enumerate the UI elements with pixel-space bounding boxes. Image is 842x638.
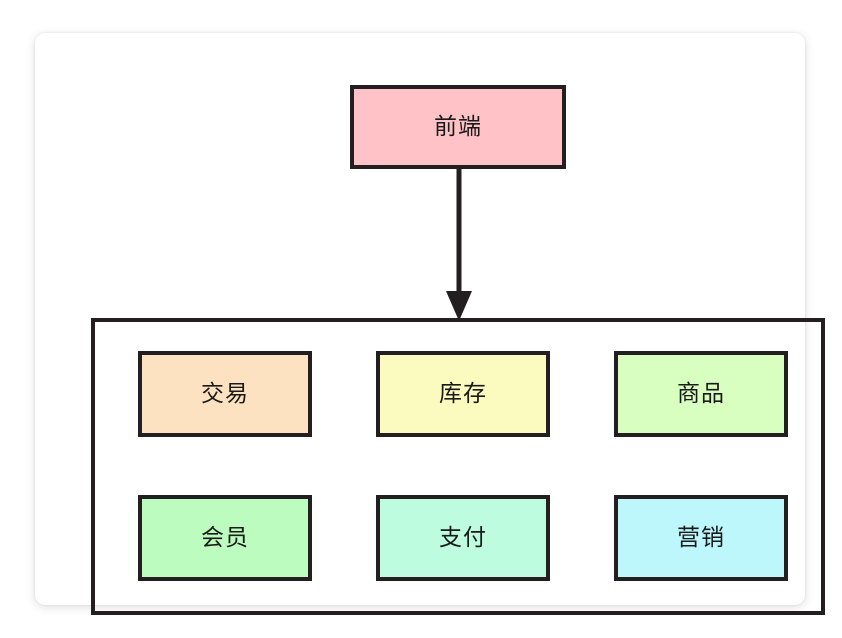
services-grid: 交易 库存 商品 会员 支付 营销 [138,351,788,581]
node-frontend-label: 前端 [434,113,482,140]
node-trade-label: 交易 [201,380,249,407]
node-inventory[interactable]: 库存 [376,351,550,437]
services-container: 交易 库存 商品 会员 支付 营销 [91,318,825,615]
arrow-frontend-to-services [446,165,472,321]
node-marketing-label: 营销 [677,524,725,551]
node-marketing[interactable]: 营销 [614,495,788,581]
node-product-label: 商品 [677,380,725,407]
diagram-canvas-card: 前端 交易 库存 商品 会员 [35,33,825,615]
arrow-head [446,291,472,321]
node-payment-label: 支付 [439,524,487,551]
node-inventory-label: 库存 [439,380,487,407]
node-frontend[interactable]: 前端 [350,85,566,169]
node-trade[interactable]: 交易 [138,351,312,437]
node-payment[interactable]: 支付 [376,495,550,581]
node-member[interactable]: 会员 [138,495,312,581]
node-member-label: 会员 [201,524,249,551]
node-product[interactable]: 商品 [614,351,788,437]
